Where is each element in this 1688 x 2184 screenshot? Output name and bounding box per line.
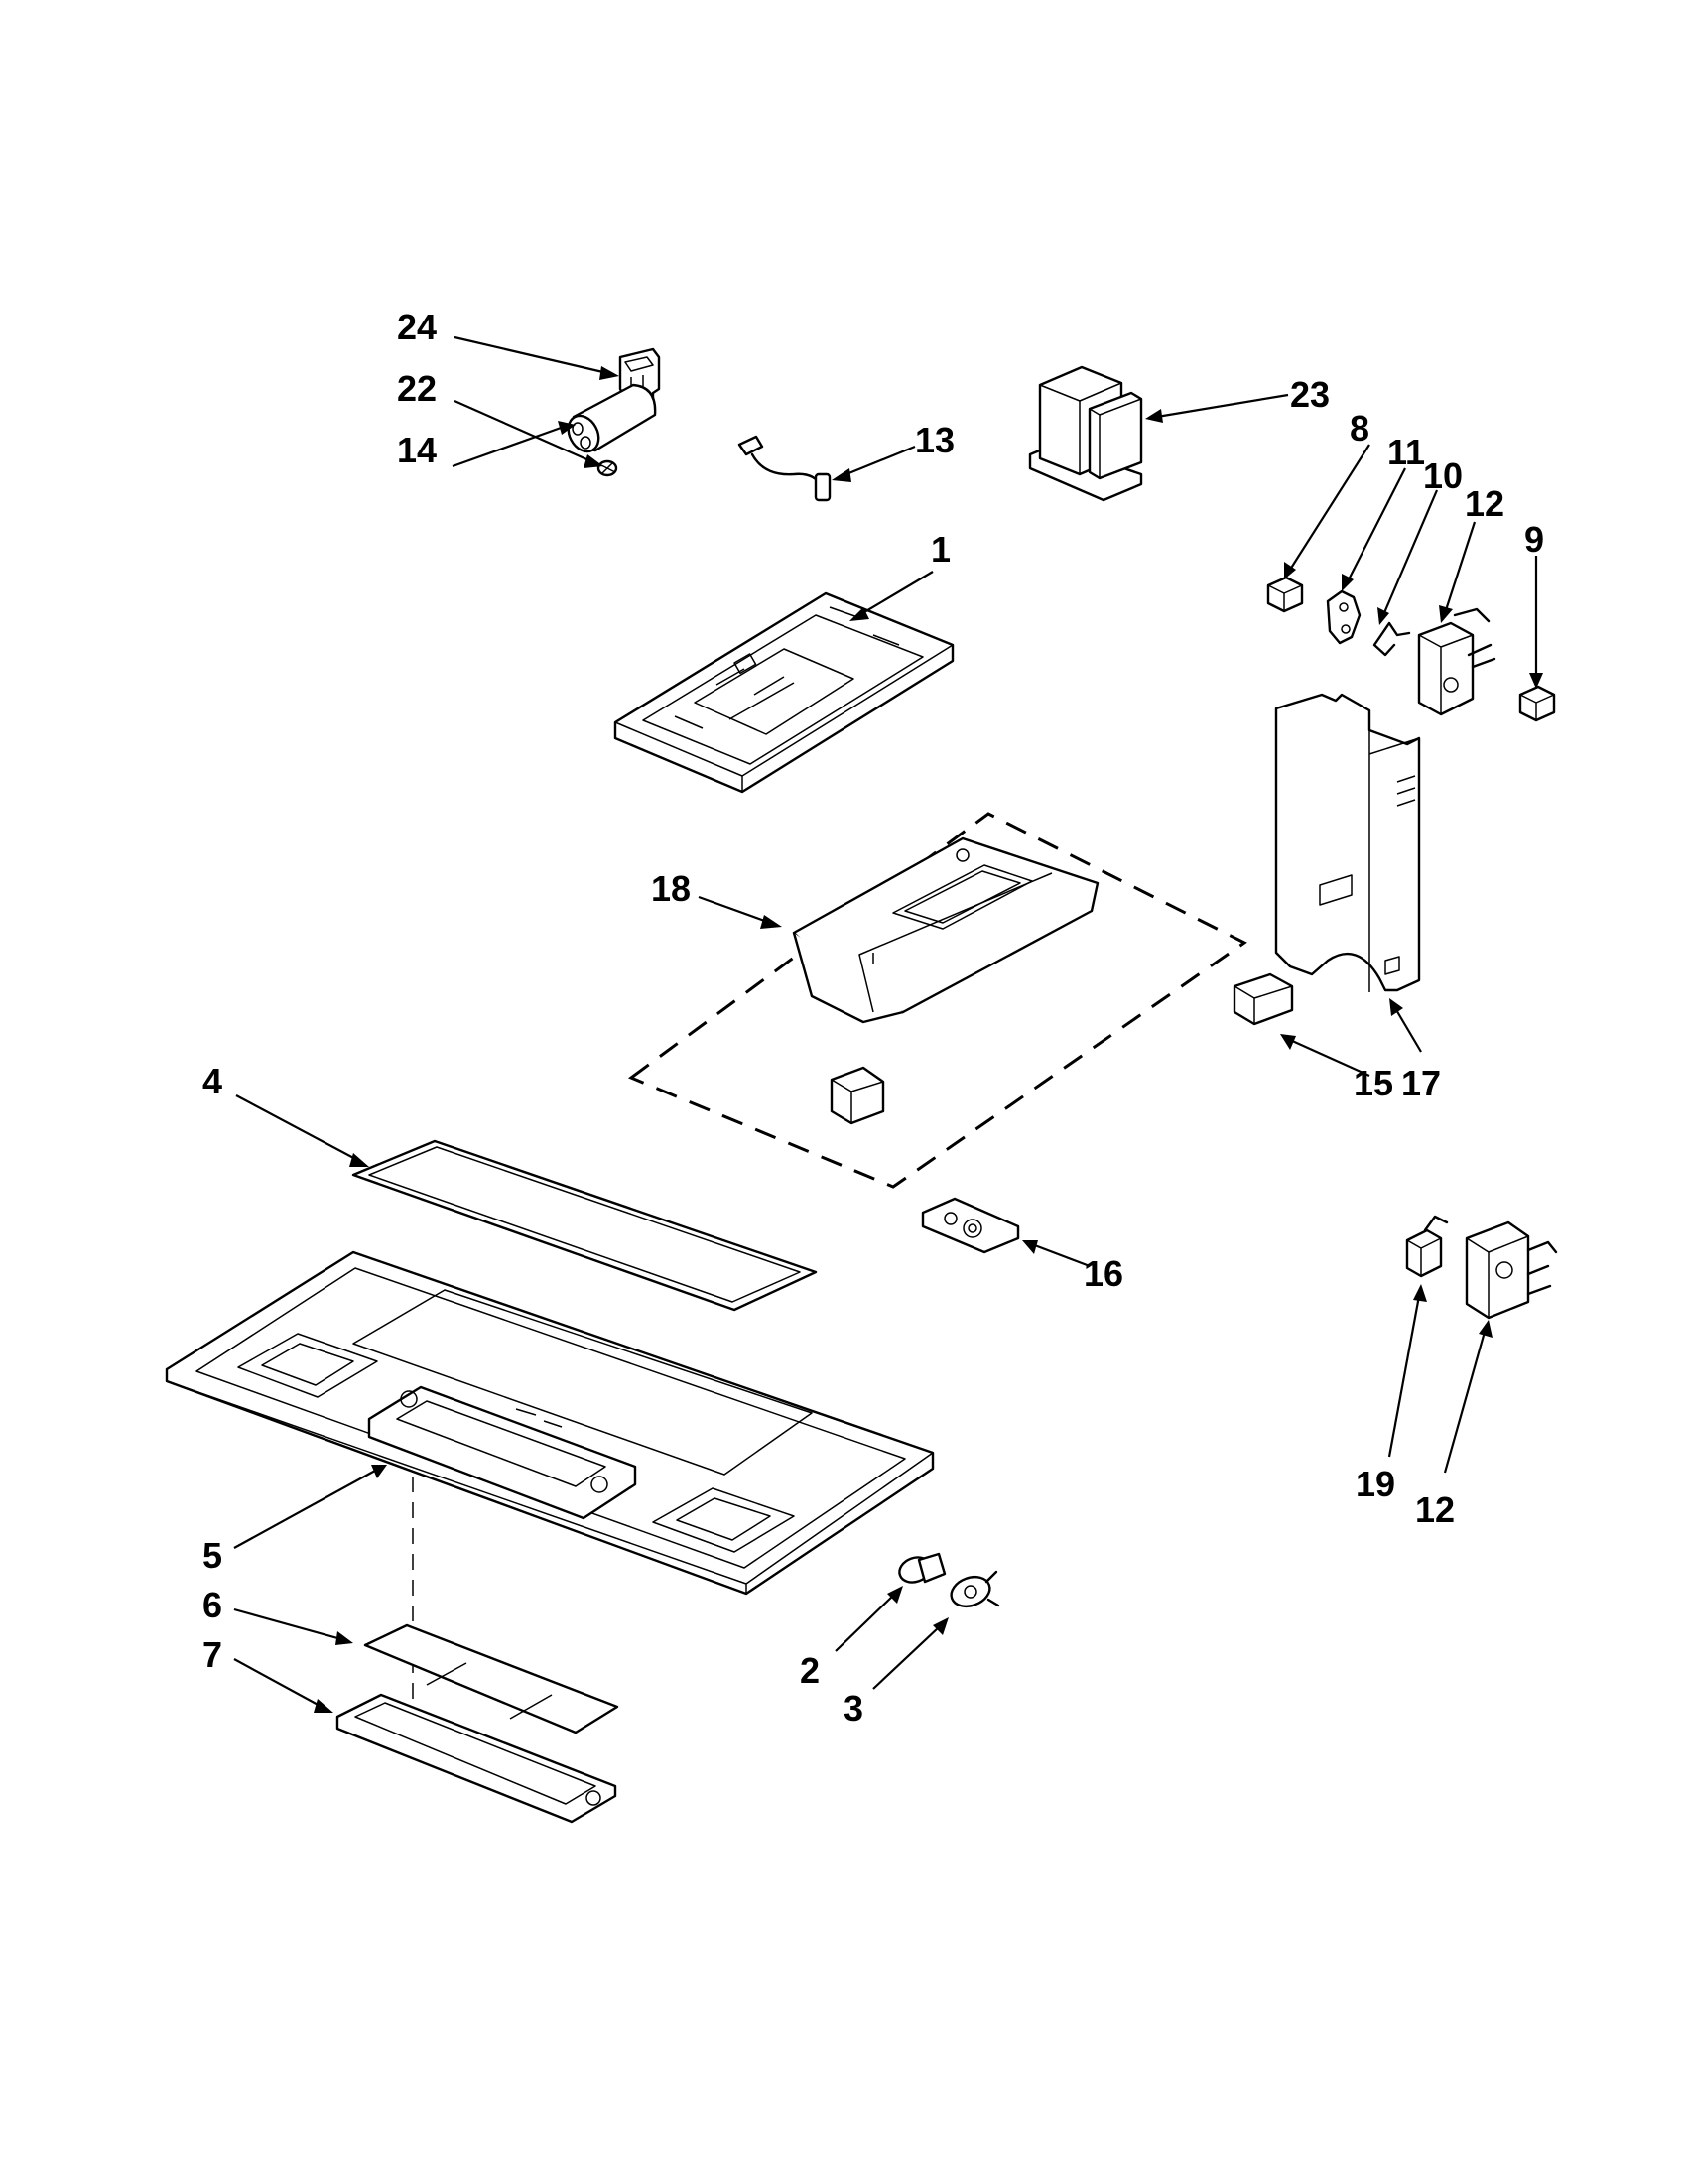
callout-12-top: 12 — [1465, 483, 1504, 524]
part-4-filter — [351, 1139, 818, 1312]
part-5-bottom-plate — [165, 1250, 935, 1596]
part-10-lever — [1372, 621, 1411, 657]
part-8-switch — [1266, 576, 1304, 613]
callout-4: 4 — [202, 1061, 222, 1101]
part-17-fan-housing — [1274, 693, 1421, 992]
leader-lines — [233, 335, 1543, 1713]
callout-7: 7 — [202, 1634, 222, 1675]
callout-15: 15 — [1354, 1063, 1393, 1103]
callout-18: 18 — [651, 868, 691, 909]
part-15-module — [1233, 972, 1294, 1026]
callout-5: 5 — [202, 1535, 222, 1576]
callout-24: 24 — [397, 307, 437, 347]
callout-17: 17 — [1401, 1063, 1441, 1103]
part-6-lens — [363, 1623, 619, 1734]
callout-9: 9 — [1524, 519, 1544, 560]
callout-22: 22 — [397, 368, 437, 409]
callout-6: 6 — [202, 1585, 222, 1625]
part-1-base-plate — [613, 591, 955, 794]
callout-2: 2 — [800, 1650, 820, 1691]
part-11-actuator — [1326, 589, 1362, 645]
part-18-kit-outline — [627, 812, 1247, 1189]
part-19-switch — [1405, 1215, 1449, 1278]
part-16-socket-plate — [921, 1197, 1020, 1254]
part-9-switch — [1518, 685, 1556, 722]
callout-10: 10 — [1423, 455, 1463, 496]
part-3-lamp-socket — [950, 1570, 1000, 1608]
callout-8: 8 — [1350, 408, 1369, 449]
callout-19: 19 — [1356, 1464, 1395, 1504]
callout-1: 1 — [931, 529, 951, 570]
part-2-lamp-bulb — [898, 1552, 947, 1584]
callout-16: 16 — [1084, 1253, 1123, 1294]
part-22-clip — [596, 459, 618, 477]
part-14-capacitor — [567, 383, 657, 453]
callout-23: 23 — [1290, 374, 1330, 415]
callout-11: 11 — [1387, 432, 1425, 472]
part-12-interlock-bracket-top — [1417, 607, 1496, 716]
part-12-interlock-bracket-bottom — [1465, 1220, 1558, 1320]
callout-13: 13 — [915, 420, 955, 460]
callout-3: 3 — [844, 1688, 863, 1729]
callout-12-bottom: 12 — [1415, 1489, 1455, 1530]
part-23-transformer — [1028, 365, 1143, 502]
callout-14: 14 — [397, 430, 437, 470]
part-13-fuse-wire — [737, 435, 832, 502]
part-7-lamp-cover — [335, 1693, 617, 1824]
callout-labels: 24 22 14 13 23 8 11 10 12 9 1 18 17 15 4… — [202, 307, 1544, 1729]
